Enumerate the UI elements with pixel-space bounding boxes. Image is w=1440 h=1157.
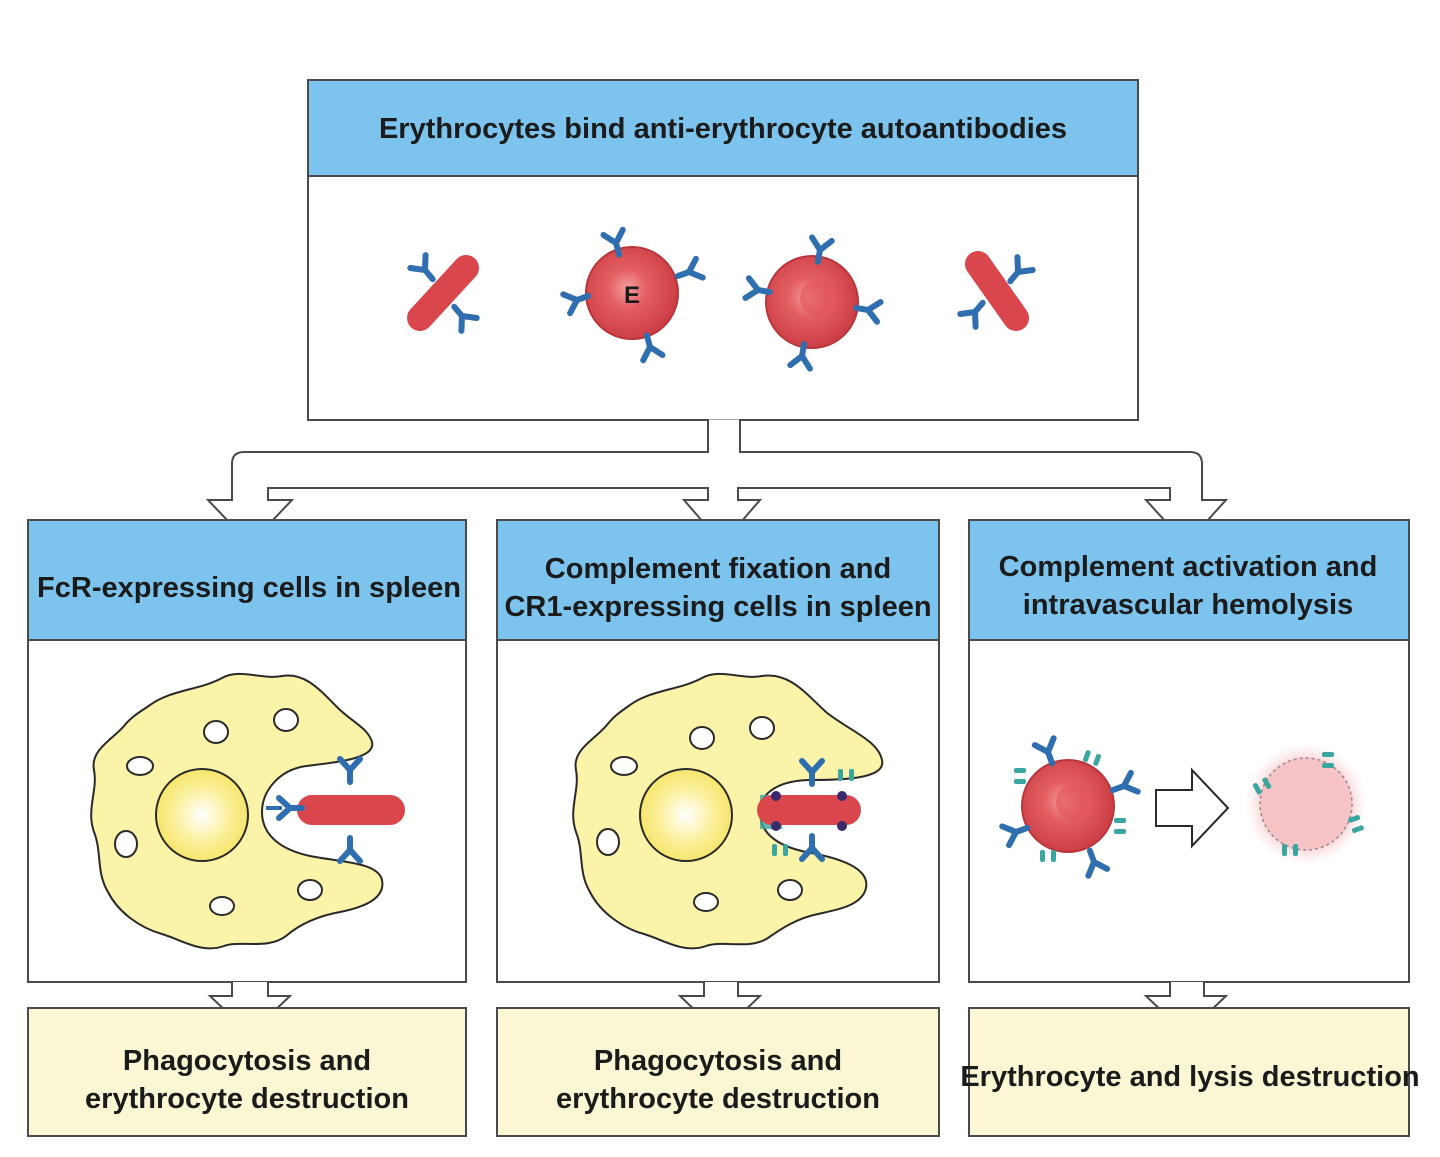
top-panel: Erythrocytes bind anti-erythrocyte autoa… bbox=[307, 79, 1139, 421]
panel-complement-cr1: Complement fixation and CR1-expressing c… bbox=[496, 519, 940, 983]
erythrocyte-icon bbox=[407, 255, 479, 331]
erythrocyte-label: E bbox=[624, 282, 640, 309]
outcome-intravascular-line1: Erythrocyte and lysis destruction bbox=[960, 1061, 1419, 1093]
panel-intravascular-title-line2: intravascular hemolysis bbox=[1023, 589, 1353, 621]
panel-fcr: FcR-expressing cells in spleen bbox=[27, 519, 467, 983]
panel-intravascular-title-line1: Complement activation and bbox=[999, 551, 1378, 583]
opsonized-erythrocyte bbox=[1002, 738, 1138, 876]
panel-fcr-title: FcR-expressing cells in spleen bbox=[37, 572, 461, 604]
outcome-complement-cr1-line2: erythrocyte destruction bbox=[556, 1083, 880, 1115]
nucleus-icon bbox=[639, 768, 733, 862]
outcome-fcr: Phagocytosis and erythrocyte destruction bbox=[27, 1007, 467, 1137]
outcome-complement-cr1-line1: Phagocytosis and bbox=[594, 1045, 842, 1077]
outcome-complement-cr1: Phagocytosis and erythrocyte destruction bbox=[496, 1007, 940, 1137]
erythrocyte-icon bbox=[585, 246, 679, 340]
bound-erythrocyte bbox=[757, 761, 861, 859]
flow-arrow-icon bbox=[1155, 767, 1230, 849]
outcome-fcr-line1: Phagocytosis and bbox=[123, 1045, 371, 1077]
panel-complement-cr1-title-line2: CR1-expressing cells in spleen bbox=[504, 591, 931, 623]
erythrocyte-front-view bbox=[745, 237, 880, 368]
erythrocyte-front-view-e: E bbox=[563, 230, 703, 360]
macrophage-icon bbox=[90, 672, 384, 950]
erythrocyte-icon bbox=[965, 251, 1029, 331]
outcome-intravascular: Erythrocyte and lysis destruction bbox=[960, 1007, 1420, 1137]
panel-fcr-header bbox=[27, 519, 467, 641]
bound-erythrocyte bbox=[266, 759, 405, 861]
outcome-fcr-line2: erythrocyte destruction bbox=[85, 1083, 409, 1115]
panel-intravascular: Complement activation and intravascular … bbox=[968, 519, 1410, 983]
panel-complement-cr1-header bbox=[496, 519, 940, 641]
macrophage-icon bbox=[572, 672, 884, 950]
erythrocyte-side-view-left bbox=[407, 255, 479, 331]
panel-intravascular-header bbox=[968, 519, 1410, 641]
nucleus-icon bbox=[155, 768, 249, 862]
erythrocyte-icon bbox=[1259, 757, 1353, 851]
panel-complement-cr1-title-line1: Complement fixation and bbox=[545, 553, 891, 585]
erythrocyte-side-view-right bbox=[960, 251, 1032, 331]
top-panel-title: Erythrocytes bind anti-erythrocyte autoa… bbox=[379, 113, 1067, 145]
top-panel-header bbox=[307, 79, 1139, 177]
lysed-erythrocyte bbox=[1244, 742, 1368, 866]
